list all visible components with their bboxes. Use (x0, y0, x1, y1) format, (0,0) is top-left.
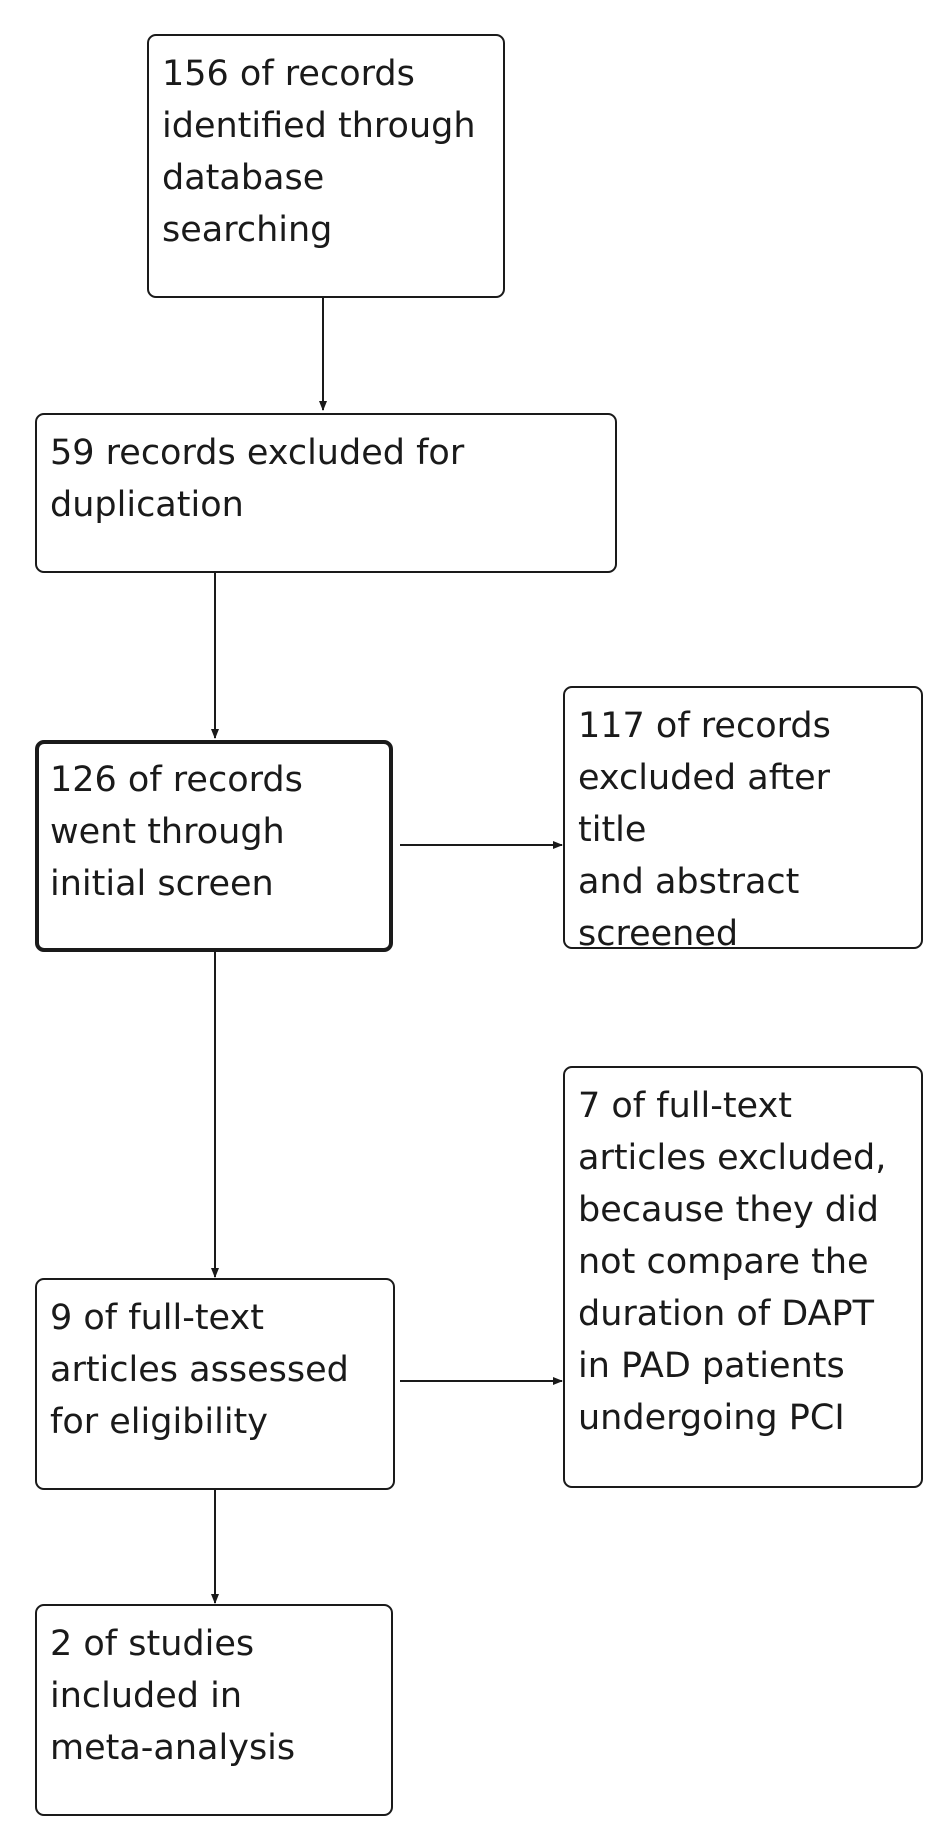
fulltext-excluded-box: 7 of full-text articles excluded, becaus… (563, 1066, 923, 1488)
studies-included-box: 2 of studies included in meta-analysis (35, 1604, 393, 1816)
eligibility-assessment-box: 9 of full-text articles assessed for eli… (35, 1278, 395, 1490)
title-abstract-excluded-box: 117 of records excluded after title and … (563, 686, 923, 949)
duplicates-excluded-box: 59 records excluded for duplication (35, 413, 617, 573)
initial-screen-box: 126 of records went through initial scre… (35, 740, 393, 952)
records-identified-box: 156 of records identified through databa… (147, 34, 505, 298)
